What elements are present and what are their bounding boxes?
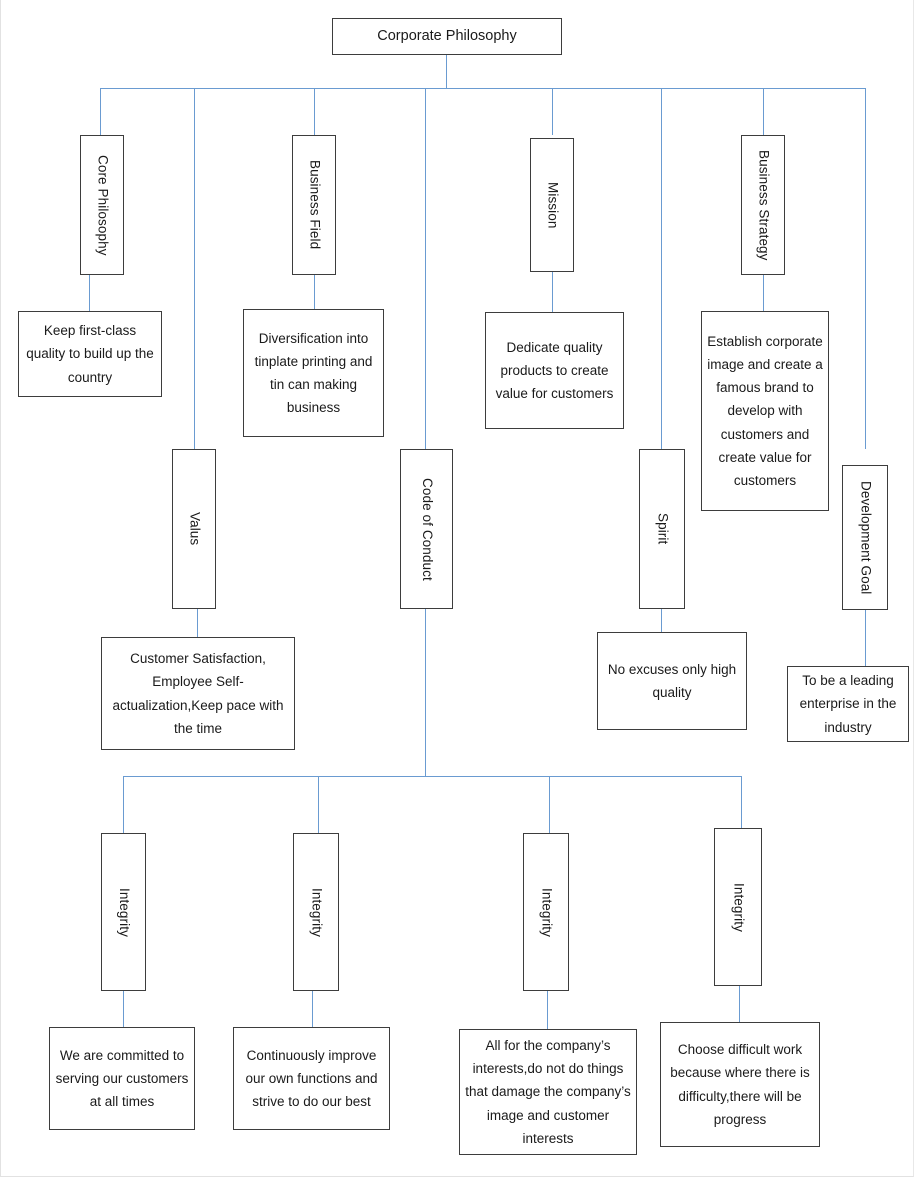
connector-development-goal-to-leaf bbox=[865, 610, 867, 666]
node-leaf-choose-difficult-work[interactable]: Choose difficult work because where ther… bbox=[660, 1022, 820, 1147]
node-label: Integrity bbox=[116, 887, 132, 937]
node-code-of-conduct[interactable]: Code of Conduct bbox=[400, 449, 453, 609]
node-label: Mission bbox=[545, 181, 561, 229]
node-label: Valus bbox=[187, 512, 203, 546]
connector-drop-code-of-conduct bbox=[425, 88, 427, 449]
node-label: Establish corporate image and create a f… bbox=[707, 333, 823, 489]
node-leaf-no-excuses-high-quality[interactable]: No excuses only high quality bbox=[597, 632, 747, 730]
node-label: Integrity bbox=[731, 882, 747, 932]
connector-drop-integrity-1 bbox=[123, 776, 125, 833]
connector-integrity-4-to-leaf bbox=[739, 986, 741, 1022]
connector-drop-valus bbox=[194, 88, 196, 449]
node-core-philosophy[interactable]: Core Philosophy bbox=[80, 135, 124, 275]
node-label: Integrity bbox=[539, 887, 555, 937]
connector-drop-integrity-3 bbox=[549, 776, 551, 833]
connector-valus-to-leaf bbox=[197, 609, 199, 637]
node-leaf-dedicate-quality-products[interactable]: Dedicate quality products to create valu… bbox=[485, 312, 624, 429]
connector-main-bus bbox=[100, 88, 866, 90]
node-label: All for the company’s interests,do not d… bbox=[465, 1037, 631, 1146]
node-valus[interactable]: Valus bbox=[172, 449, 216, 609]
node-spirit[interactable]: Spirit bbox=[639, 449, 685, 609]
node-label: Development Goal bbox=[858, 480, 874, 595]
node-label: To be a leading enterprise in the indust… bbox=[799, 673, 897, 735]
node-integrity-1[interactable]: Integrity bbox=[101, 833, 146, 991]
connector-drop-core-philosophy bbox=[100, 88, 102, 135]
connector-spirit-to-leaf bbox=[661, 609, 663, 632]
node-integrity-3[interactable]: Integrity bbox=[523, 833, 569, 991]
node-leaf-leading-enterprise[interactable]: To be a leading enterprise in the indust… bbox=[787, 666, 909, 742]
node-label: No excuses only high quality bbox=[607, 661, 737, 700]
connector-code-of-conduct-stem bbox=[425, 609, 427, 776]
node-leaf-all-for-company-interests[interactable]: All for the company’s interests,do not d… bbox=[459, 1029, 637, 1155]
connector-drop-business-strategy bbox=[763, 88, 765, 135]
node-development-goal[interactable]: Development Goal bbox=[842, 465, 888, 610]
node-leaf-keep-first-class-quality[interactable]: Keep first-class quality to build up the… bbox=[18, 311, 162, 397]
connector-drop-integrity-4 bbox=[741, 776, 743, 828]
node-mission[interactable]: Mission bbox=[530, 138, 574, 272]
connector-root-stem bbox=[446, 55, 448, 88]
connector-drop-mission bbox=[552, 88, 554, 135]
connector-business-field-to-leaf bbox=[314, 275, 316, 309]
node-business-strategy[interactable]: Business Strategy bbox=[741, 135, 785, 275]
node-label: Business Strategy bbox=[756, 149, 772, 261]
node-business-field[interactable]: Business Field bbox=[292, 135, 336, 275]
connector-integrity-2-to-leaf bbox=[312, 991, 314, 1027]
connector-drop-spirit bbox=[661, 88, 663, 449]
node-label: Spirit bbox=[655, 513, 671, 545]
connector-integrity-3-to-leaf bbox=[547, 991, 549, 1029]
connector-integrity-1-to-leaf bbox=[123, 991, 125, 1027]
connector-mission-to-leaf bbox=[552, 272, 554, 312]
node-label: Choose difficult work because where ther… bbox=[670, 1042, 810, 1127]
node-label: Continuously improve our own functions a… bbox=[245, 1047, 378, 1110]
connector-business-strategy-to-leaf bbox=[763, 275, 765, 311]
node-leaf-customer-satisfaction[interactable]: Customer Satisfaction, Employee Self-act… bbox=[101, 637, 295, 750]
node-label: Keep first-class quality to build up the… bbox=[26, 323, 154, 385]
node-label: Business Field bbox=[307, 160, 323, 250]
node-label: Diversification into tinplate printing a… bbox=[254, 330, 373, 416]
connector-drop-business-field bbox=[314, 88, 316, 135]
connector-core-philosophy-to-leaf bbox=[89, 275, 91, 311]
node-label: Core Philosophy bbox=[95, 154, 111, 256]
node-label: Dedicate quality products to create valu… bbox=[495, 339, 614, 402]
connector-drop-integrity-2 bbox=[318, 776, 320, 833]
node-integrity-4[interactable]: Integrity bbox=[714, 828, 762, 986]
node-label: Code of Conduct bbox=[419, 477, 435, 581]
node-label: Integrity bbox=[309, 887, 325, 937]
node-label: Customer Satisfaction, Employee Self-act… bbox=[112, 651, 284, 736]
node-root-corporate-philosophy[interactable]: Corporate Philosophy bbox=[332, 18, 562, 55]
node-leaf-committed-to-serving[interactable]: We are committed to serving our customer… bbox=[49, 1027, 195, 1130]
node-integrity-2[interactable]: Integrity bbox=[293, 833, 339, 991]
node-label: We are committed to serving our customer… bbox=[55, 1047, 189, 1110]
node-leaf-establish-corporate-image[interactable]: Establish corporate image and create a f… bbox=[701, 311, 829, 511]
node-leaf-diversification-tinplate[interactable]: Diversification into tinplate printing a… bbox=[243, 309, 384, 437]
node-leaf-continuously-improve[interactable]: Continuously improve our own functions a… bbox=[233, 1027, 390, 1130]
connector-code-of-conduct-bus bbox=[123, 776, 742, 778]
node-label: Corporate Philosophy bbox=[377, 28, 517, 45]
connector-drop-development-goal bbox=[865, 88, 867, 449]
